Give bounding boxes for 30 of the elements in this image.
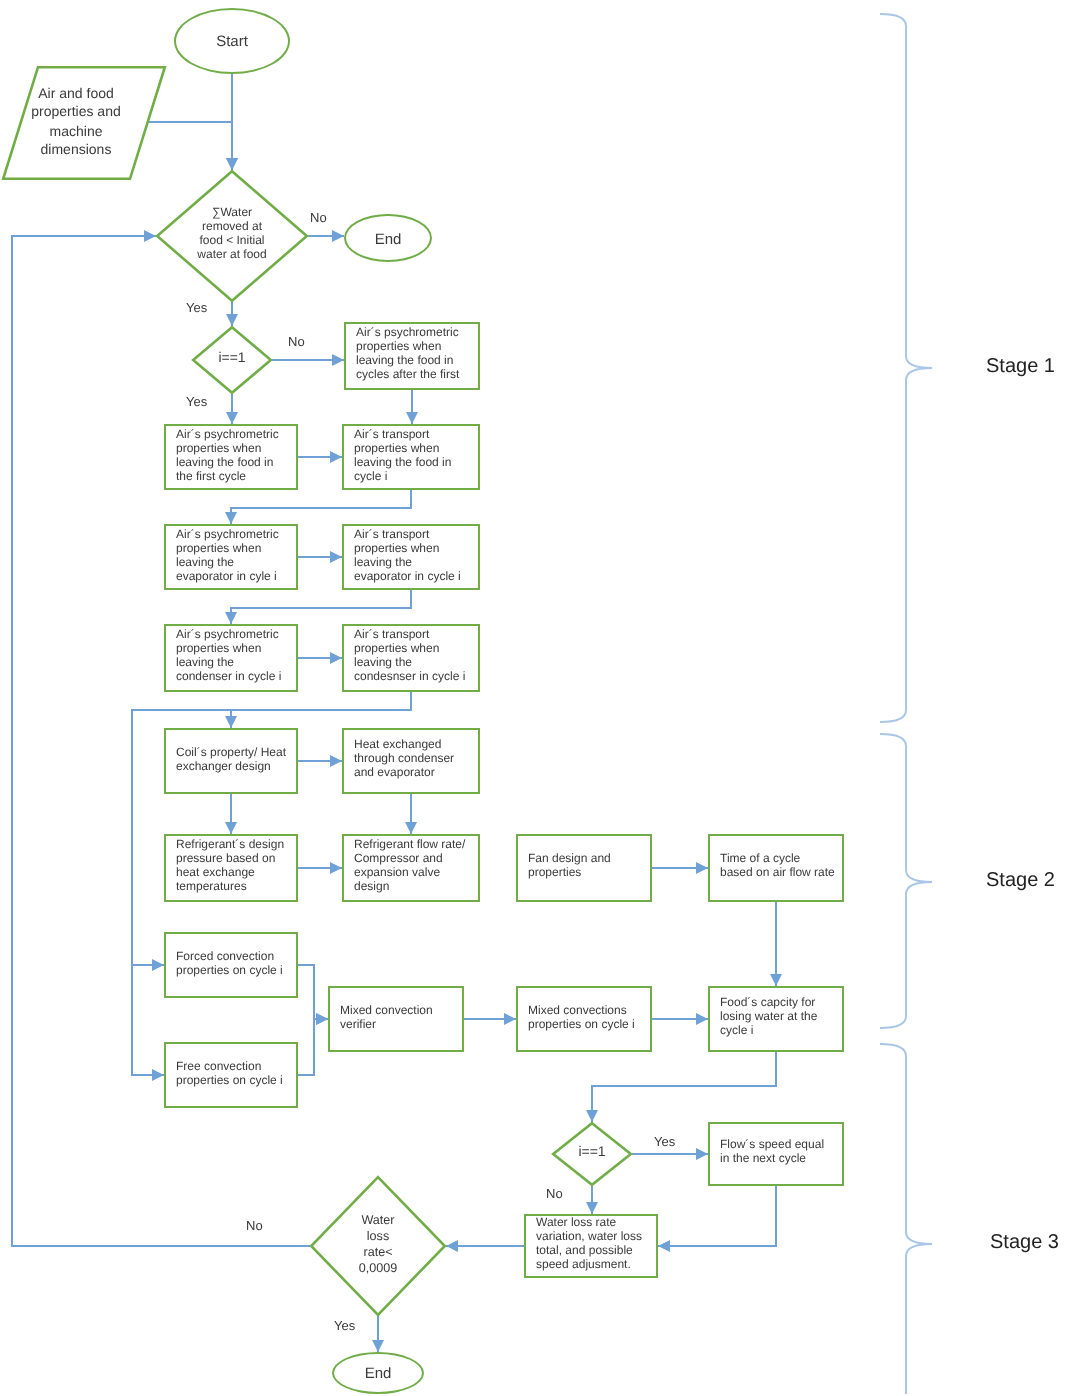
arrow [445, 1240, 525, 1252]
arrow [657, 1185, 777, 1252]
arrow [586, 1051, 777, 1123]
arrow [225, 793, 237, 835]
arrow [226, 393, 238, 425]
arrow [297, 755, 343, 767]
arrow [463, 1013, 517, 1025]
arrow [225, 589, 412, 625]
arrow [297, 652, 343, 664]
arrow [372, 1315, 384, 1353]
stage-label: Stage 3 [990, 1232, 1059, 1256]
arrow [297, 451, 343, 463]
arrow [11, 230, 311, 1247]
stage-label: Stage 1 [986, 356, 1055, 380]
arrow [297, 862, 343, 874]
arrow [406, 389, 418, 425]
arrow [586, 1185, 598, 1215]
arrow [651, 862, 709, 874]
stage-label: Stage 2 [986, 870, 1055, 894]
arrow [225, 489, 412, 525]
arrow [147, 121, 238, 171]
arrow [271, 354, 345, 366]
arrow [631, 1148, 709, 1160]
arrow [297, 1013, 329, 1076]
arrow [307, 230, 345, 242]
arrow [651, 1013, 709, 1025]
arrow [226, 301, 238, 327]
arrow [297, 551, 343, 563]
arrow [405, 793, 417, 835]
arrow [770, 901, 782, 987]
